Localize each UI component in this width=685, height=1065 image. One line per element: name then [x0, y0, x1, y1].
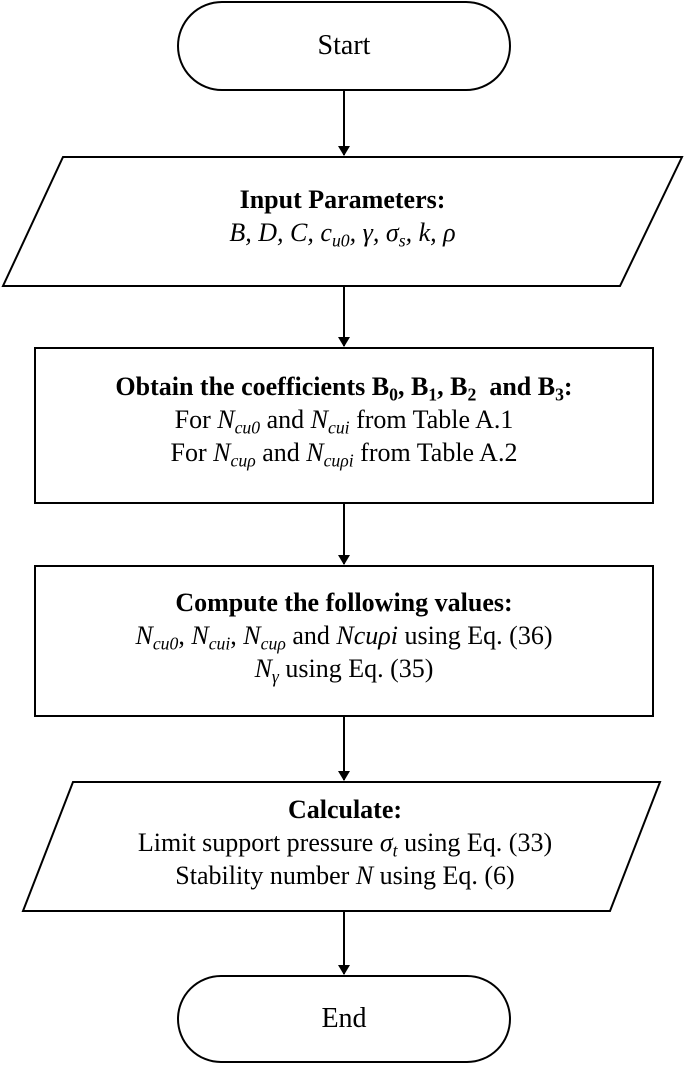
calculate-heading: Calculate:: [287, 795, 403, 824]
coefficients-line-table-a1: For Ncu0 and Ncui from Table A.1: [174, 405, 514, 438]
input-heading: Input Parameters:: [239, 185, 446, 214]
compute-process-box: [34, 565, 654, 717]
input-param-list: B, D, C, cu0, γ, σs, k, ρ: [229, 218, 456, 251]
compute-heading: Compute the following values:: [175, 588, 513, 617]
coefficients-line-table-a2: For Ncuρ and Ncuρi from Table A.2: [170, 438, 518, 471]
calculate-line-eq33: Limit support pressure σt using Eq. (33): [137, 828, 553, 861]
compute-line-eq36: Ncu0, Ncui, Ncuρ and Ncuρi using Eq. (36…: [135, 621, 553, 654]
start-label: Start: [317, 30, 371, 61]
input-text: Input Parameters: B, D, C, cu0, γ, σs, k…: [60, 183, 625, 249]
calculate-parallelogram: [21, 781, 662, 912]
coefficients-text: Obtain the coefficients B0, B1, B2 and B…: [36, 370, 652, 469]
compute-text: Compute the following values: Ncu0, Ncui…: [36, 586, 652, 685]
calculate-text: Calculate: Limit support pressure σt usi…: [50, 793, 640, 892]
coefficients-heading: Obtain the coefficients B0, B1, B2 and B…: [115, 372, 573, 405]
calculate-line-eq6: Stability number N using Eq. (6): [175, 861, 515, 890]
compute-line-eq35: Nγ using Eq. (35): [254, 654, 434, 687]
end-terminator: [177, 975, 511, 1063]
coefficients-process-box: [34, 347, 654, 504]
end-label: End: [321, 1003, 367, 1034]
input-parallelogram: [1, 156, 684, 287]
